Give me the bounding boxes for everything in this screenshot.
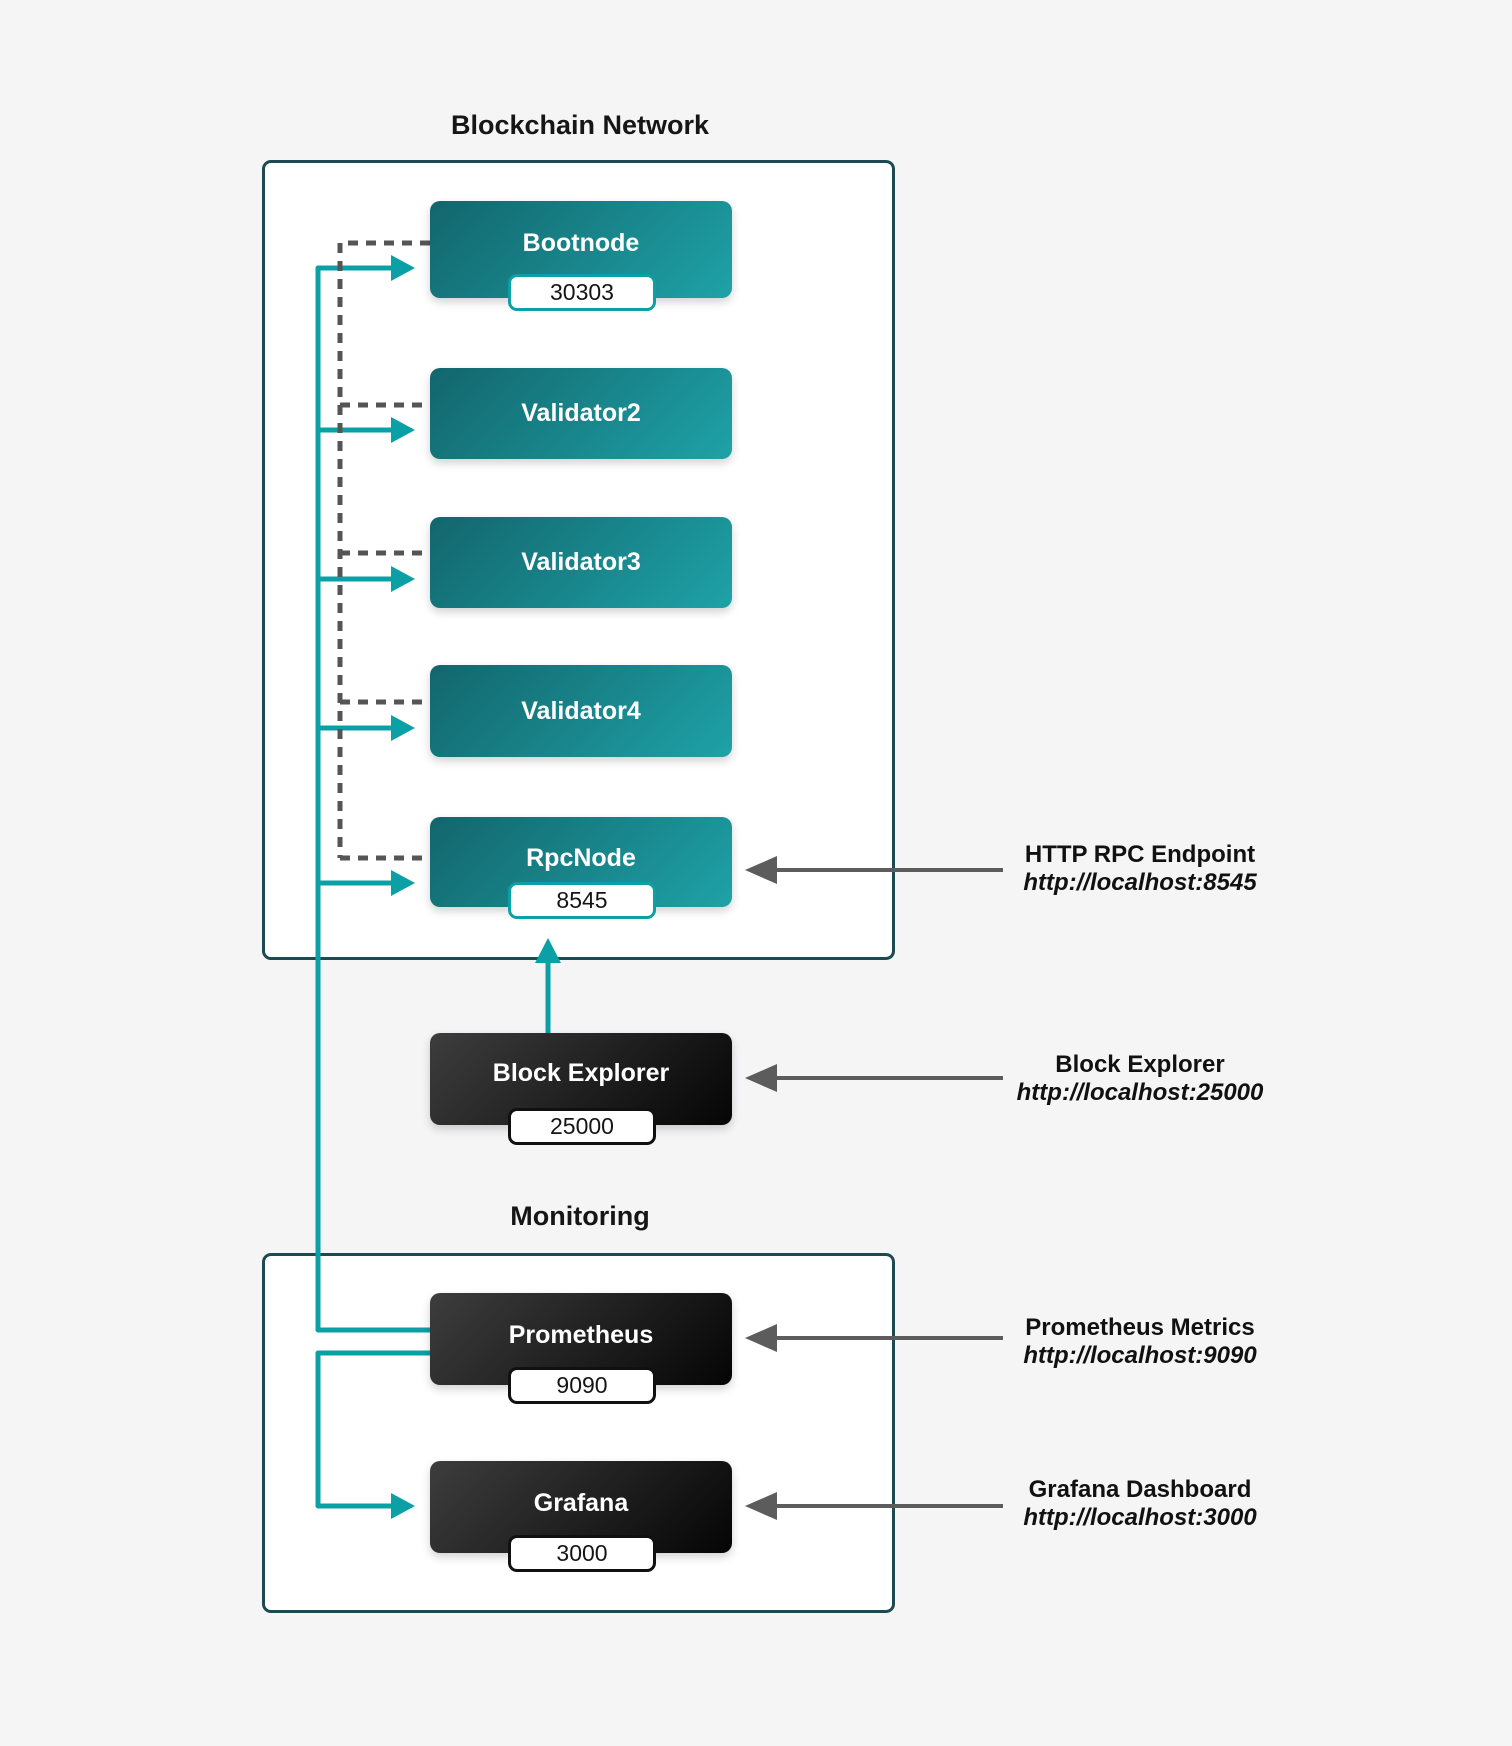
annotation-url: http://localhost:9090 (1023, 1342, 1257, 1369)
annotation-title: Block Explorer (1055, 1051, 1225, 1078)
node-grafana-label: Grafana (533, 1488, 629, 1517)
blockchain-network-title: Blockchain Network (450, 110, 710, 140)
annotation-prometheus-metrics: Prometheus Metrics http://localhost:9090 (1008, 1314, 1272, 1370)
port-badge-bootnode: 30303 (508, 274, 656, 311)
node-rpcnode: RpcNode (430, 817, 732, 907)
annotation-title: HTTP RPC Endpoint (1024, 841, 1256, 868)
annotation-http-rpc-endpoint: HTTP RPC Endpoint http://localhost:8545 (1008, 841, 1272, 897)
node-prometheus-label: Prometheus (508, 1320, 654, 1349)
annotation-url: http://localhost:25000 (1016, 1079, 1264, 1106)
port-badge-prometheus: 9090 (508, 1367, 656, 1404)
annotation-title: Prometheus Metrics (1025, 1314, 1255, 1341)
node-bootnode-label: Bootnode (522, 229, 640, 257)
node-validator4-label: Validator4 (521, 696, 641, 725)
node-validator4: Validator4 (430, 665, 732, 757)
annotation-url: http://localhost:3000 (1023, 1504, 1257, 1531)
monitoring-title: Monitoring (510, 1201, 650, 1231)
node-validator3: Validator3 (430, 517, 732, 608)
port-badge-rpcnode: 8545 (508, 882, 656, 919)
node-validator2-label: Validator2 (521, 399, 641, 427)
annotation-title: Grafana Dashboard (1028, 1476, 1252, 1503)
annotation-url: http://localhost:8545 (1023, 869, 1257, 896)
port-badge-grafana: 3000 (508, 1535, 656, 1572)
annotation-block-explorer: Block Explorer http://localhost:25000 (1008, 1051, 1272, 1107)
annotation-grafana-dashboard: Grafana Dashboard http://localhost:3000 (1008, 1476, 1272, 1532)
node-block-explorer-label: Block Explorer (492, 1058, 670, 1087)
node-rpcnode-label: RpcNode (526, 843, 636, 872)
port-badge-block-explorer: 25000 (508, 1108, 656, 1145)
node-validator2: Validator2 (430, 368, 732, 459)
node-validator3-label: Validator3 (521, 548, 641, 576)
